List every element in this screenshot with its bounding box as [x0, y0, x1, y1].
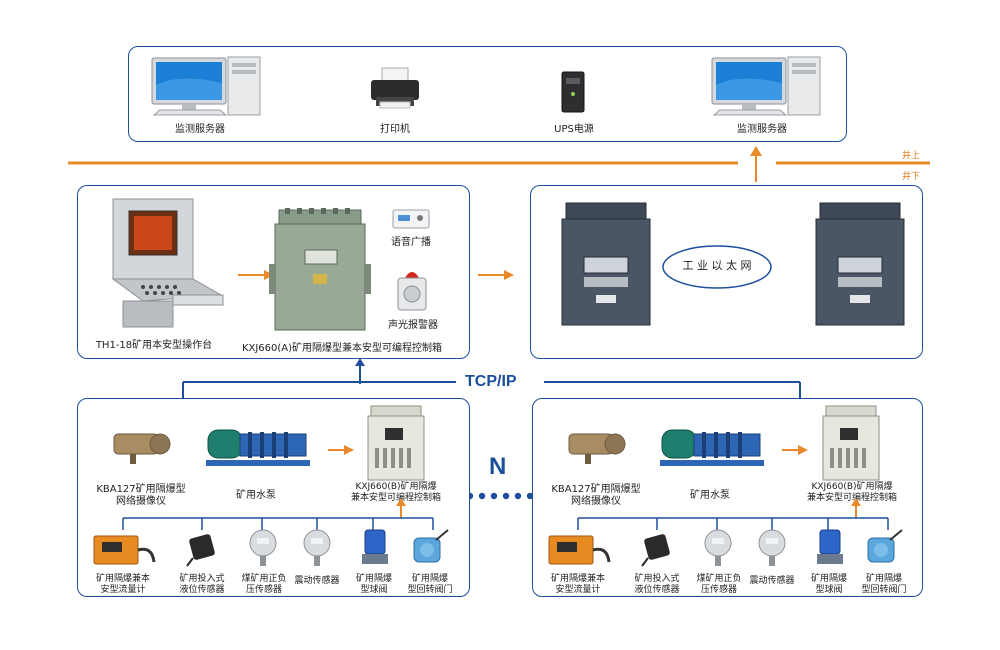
level-sensor-icon [641, 534, 670, 567]
pressure-sensor-icon [704, 529, 732, 566]
pump-icon [206, 429, 310, 466]
operation-console-label: TH1-18矿用本安型操作台 [95, 340, 213, 351]
explosion-proof-box-left [560, 201, 652, 329]
flowmeter-right-label: 矿用隔爆兼本安型流量计 [550, 574, 605, 595]
monitor-server-right-label: 监测服务器 [737, 124, 787, 135]
flowmeter-left [90, 532, 156, 568]
camera-left [110, 428, 172, 468]
explosion-proof-box-right [814, 201, 906, 329]
ball-valve-left-label: 矿用隔爆型球阀 [355, 574, 392, 595]
rotary-valve-right [862, 528, 906, 568]
arrow-control-to-ethernet [478, 270, 514, 280]
kxj660b-control-box-right [820, 404, 882, 482]
pressure-sensor-icon [249, 529, 277, 566]
vibration-sensor-icon [303, 529, 331, 566]
ups-label: UPS电源 [554, 124, 594, 135]
industrial-ethernet-label: 工 业 以 太 网 [682, 259, 752, 272]
vibration-sensor-left [302, 528, 332, 568]
below-ground-label: 井下 [902, 172, 921, 182]
kxj660a-control-box [267, 208, 373, 336]
control-box-icon [822, 405, 880, 481]
control-box-icon [367, 405, 425, 481]
camera-icon [113, 433, 171, 464]
ball-valve-right [815, 528, 845, 568]
tcp-ip-network-lines [182, 358, 801, 398]
level-sensor-icon [186, 534, 215, 567]
sound-light-alarm [395, 266, 429, 312]
ball-valve-icon [362, 529, 388, 564]
monitor-server-right [710, 55, 822, 119]
camera-icon [568, 433, 626, 464]
above-ground-label: 井上 [902, 151, 921, 161]
flowmeter-left-label: 矿用隔爆兼本安型流量计 [95, 574, 150, 595]
ups [558, 70, 588, 114]
vibration-sensor-right [757, 528, 787, 568]
flowmeter-right [545, 532, 611, 568]
ethernet-ellipse [662, 245, 772, 289]
ups-icon [561, 71, 585, 113]
pump-left [204, 420, 314, 472]
camera-right-label: KBA127矿用隔爆型网络摄像仪 [551, 484, 641, 507]
ball-valve-left [360, 528, 390, 568]
level-sensor-left [183, 532, 221, 568]
vibration-sensor-right-label: 震动传感器 [749, 576, 795, 586]
vibration-sensor-left-label: 震动传感器 [294, 576, 340, 586]
computer-icon [711, 56, 821, 116]
pump-icon [660, 429, 764, 466]
arrow-pump-to-control-left [328, 445, 354, 455]
pump-right [658, 420, 768, 472]
ball-valve-right-label: 矿用隔爆型球阀 [810, 574, 847, 595]
n-label: N [489, 453, 507, 480]
rotary-valve-left [408, 528, 452, 568]
dotted-connection [466, 492, 534, 500]
ball-valve-icon [817, 529, 843, 564]
pressure-sensor-right-label: 煤矿用正负压传感器 [696, 574, 742, 595]
pump-right-label: 矿用水泵 [690, 490, 730, 501]
level-sensor-right-label: 矿用投入式液位传感器 [634, 574, 680, 595]
printer [368, 66, 422, 110]
rotary-valve-right-label: 矿用隔爆型回转阀门 [861, 574, 907, 595]
control-box-icon [269, 208, 371, 331]
explosion-proof-box-icon [561, 202, 651, 326]
tcp-ip-label: TCP/IP [465, 373, 517, 390]
operation-console [103, 195, 233, 333]
flowmeter-icon [93, 535, 156, 565]
sensor-bus-right [577, 498, 889, 530]
kxj660b-control-box-left [365, 404, 427, 482]
kxj660a-control-box-label: KXJ660(A)矿用隔爆型兼本安型可编程控制箱 [241, 343, 443, 354]
kxj660b-control-box-left-label: KXJ660(B)矿用隔爆兼本安型可编程控制箱 [350, 482, 441, 503]
alarm-icon [397, 272, 427, 311]
rotary-valve-icon [867, 529, 903, 563]
arrow-pump-to-control-right [782, 445, 808, 455]
rotary-valve-left-label: 矿用隔爆型回转阀门 [407, 574, 453, 595]
camera-right [565, 428, 627, 468]
kxj660b-control-box-right-label: KXJ660(B)矿用隔爆兼本安型可编程控制箱 [806, 482, 897, 503]
voice-broadcast-label: 语音广播 [391, 237, 431, 248]
sensor-bus-left [122, 498, 434, 530]
level-sensor-left-label: 矿用投入式液位传感器 [179, 574, 225, 595]
computer-icon [151, 56, 261, 116]
industrial-ethernet: 工 业 以 太 网 [661, 244, 773, 290]
camera-left-label: KBA127矿用隔爆型网络摄像仪 [96, 484, 186, 507]
level-sensor-right [638, 532, 676, 568]
explosion-proof-box-icon [815, 202, 905, 326]
pressure-sensor-right [703, 528, 733, 568]
monitor-server-left [150, 55, 262, 119]
printer-icon [371, 67, 419, 109]
console-icon [111, 198, 224, 328]
pump-left-label: 矿用水泵 [236, 490, 276, 501]
speaker-icon [392, 209, 430, 229]
rotary-valve-icon [413, 529, 449, 563]
pressure-sensor-left-label: 煤矿用正负压传感器 [241, 574, 287, 595]
monitor-server-left-label: 监测服务器 [175, 124, 225, 135]
vibration-sensor-icon [758, 529, 786, 566]
sound-light-alarm-label: 声光报警器 [388, 320, 438, 331]
voice-broadcast [392, 208, 430, 230]
flowmeter-icon [548, 535, 611, 565]
pressure-sensor-left [248, 528, 278, 568]
ground-divider [68, 146, 930, 182]
printer-label: 打印机 [380, 124, 410, 135]
